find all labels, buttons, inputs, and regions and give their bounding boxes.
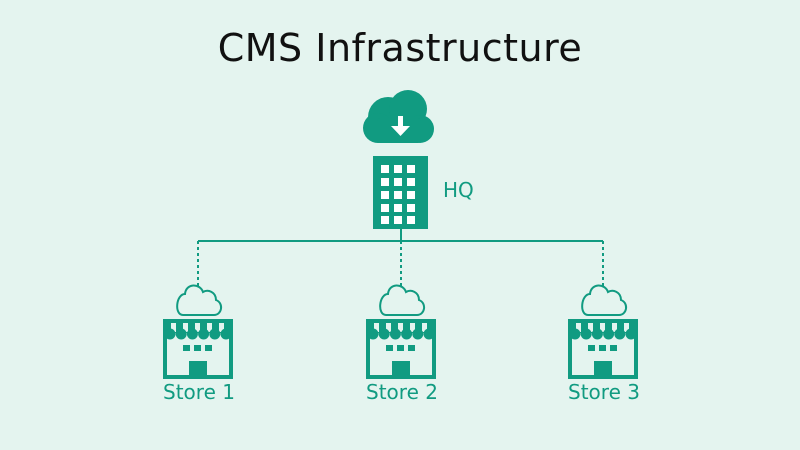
hq-window [407, 165, 415, 173]
hq-window [407, 191, 415, 199]
hq-window [381, 216, 389, 224]
hq-window [381, 204, 389, 212]
store-3-label: Store 3 [568, 380, 640, 404]
hq-window [394, 216, 402, 224]
hq-window [394, 178, 402, 186]
store-3-icon [568, 284, 638, 379]
store-cloud-icon [379, 284, 425, 316]
hq-window [407, 216, 415, 224]
hq-window [394, 204, 402, 212]
store-2-icon [366, 284, 436, 379]
hq-window [407, 204, 415, 212]
hq-window [381, 165, 389, 173]
hq-building-icon [373, 156, 428, 229]
hq-window [407, 178, 415, 186]
storefront-icon [163, 319, 233, 379]
store-cloud-icon [176, 284, 222, 316]
storefront-icon [366, 319, 436, 379]
hq-window [381, 191, 389, 199]
network-connectors [197, 229, 604, 286]
hq-window [394, 165, 402, 173]
hq-window [381, 178, 389, 186]
hq-window [394, 191, 402, 199]
stores-layer [163, 284, 638, 379]
storefront-icon [568, 319, 638, 379]
diagram-title: CMS Infrastructure [217, 26, 583, 70]
store-1-icon [163, 284, 233, 379]
hq-cloud-download-icon [363, 90, 434, 143]
hq-label: HQ [443, 178, 474, 202]
store-cloud-icon [581, 284, 627, 316]
store-2-label: Store 2 [366, 380, 438, 404]
store-1-label: Store 1 [163, 380, 235, 404]
